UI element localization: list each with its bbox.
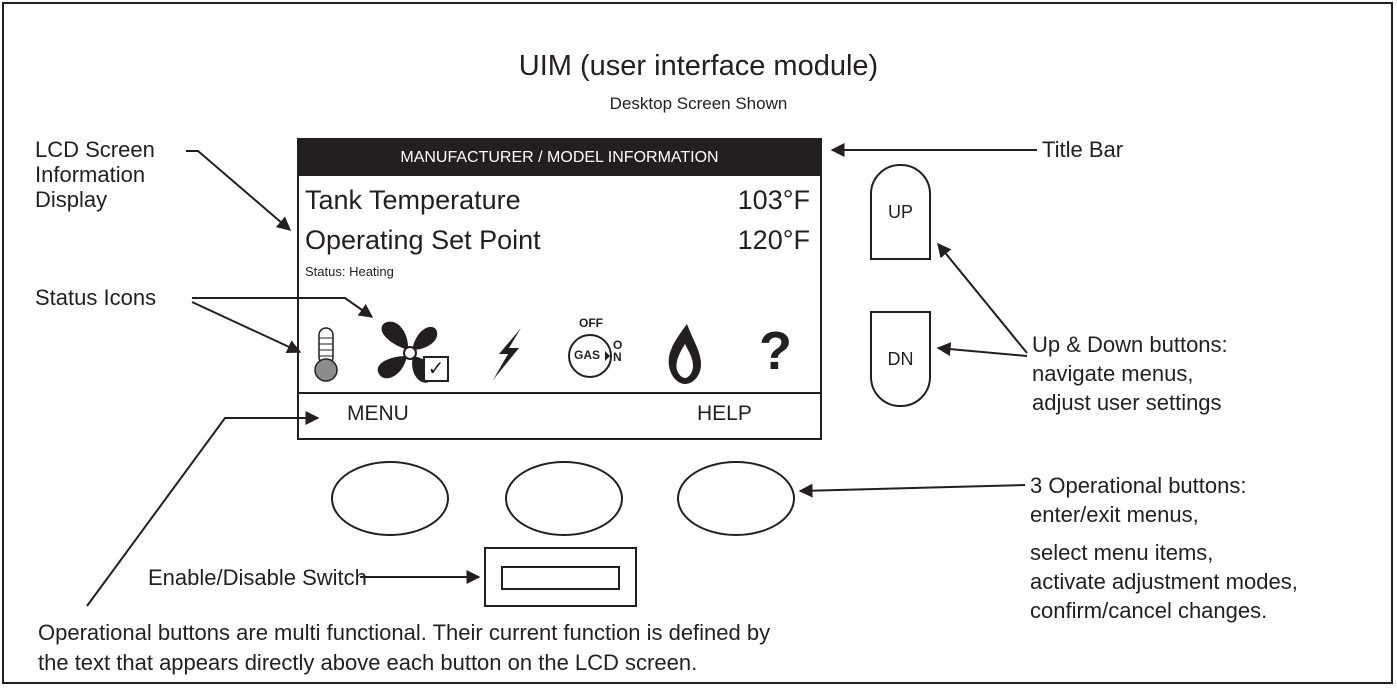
callout-operational-line3: select menu items, (1030, 540, 1214, 565)
gas-off-label: OFF (579, 316, 603, 330)
callout-lcd-line1: LCD Screen (35, 137, 155, 162)
callout-operational-line2: enter/exit menus, (1030, 502, 1199, 527)
lcd-row-value: 120°F (737, 225, 810, 255)
thermometer-icon (314, 327, 338, 382)
callout-switch: Enable/Disable Switch (148, 565, 367, 590)
callout-operational-line5: confirm/cancel changes. (1030, 598, 1268, 623)
operational-button-left[interactable] (331, 461, 449, 536)
enable-disable-switch[interactable] (484, 547, 637, 607)
operational-button-right[interactable] (677, 461, 795, 536)
lcd-row-label: Tank Temperature (305, 185, 521, 215)
callout-status-icons: Status Icons (35, 285, 157, 310)
gas-on-n: N (613, 350, 622, 364)
lcd-status-text: Status: Heating (305, 264, 394, 279)
footnote-line2: the text that appears directly above eac… (38, 650, 698, 675)
gas-on-o: O (613, 338, 623, 352)
lcd-softkey-divider (299, 392, 820, 394)
fan-icon (377, 321, 438, 383)
diagram-title: UIM (user interface module) (518, 50, 879, 82)
gas-valve-icon (568, 334, 612, 378)
callout-updown-line2: navigate menus, (1032, 361, 1194, 386)
lcd-row-operating-set-point: Operating Set Point 120°F (305, 225, 810, 256)
down-button-label: DN (887, 348, 914, 369)
checkbox-icon: ✓ (423, 356, 449, 382)
callout-updown-line1: Up & Down buttons: (1032, 332, 1228, 357)
up-button[interactable]: UP (870, 164, 931, 260)
switch-slot (501, 566, 620, 590)
down-button[interactable]: DN (870, 311, 931, 407)
up-button-label: UP (887, 201, 913, 222)
gas-label: GAS (574, 348, 601, 362)
operational-button-middle[interactable] (505, 461, 623, 536)
help-icon: ? (759, 321, 792, 381)
lcd-screen: MANUFACTURER / MODEL INFORMATION Tank Te… (297, 138, 822, 440)
diagram-subtitle: Desktop Screen Shown (609, 94, 788, 113)
callout-updown-line3: adjust user settings (1032, 390, 1222, 415)
callout-operational-line4: activate adjustment modes, (1030, 569, 1298, 594)
lcd-row-value: 103°F (737, 185, 810, 215)
lightning-icon (493, 328, 521, 380)
footnote-line1: Operational buttons are multi functional… (38, 620, 771, 645)
softkey-menu-label: MENU (347, 402, 409, 425)
softkey-help-label: HELP (697, 402, 752, 425)
lcd-title-bar: MANUFACTURER / MODEL INFORMATION (299, 140, 820, 176)
flame-icon (668, 324, 701, 384)
lcd-row-tank-temperature: Tank Temperature 103°F (305, 185, 810, 216)
callout-lcd-line2: Information (35, 162, 146, 187)
callout-title-bar: Title Bar (1042, 137, 1124, 162)
callout-lcd-line3: Display (35, 187, 108, 212)
lcd-row-label: Operating Set Point (305, 225, 541, 255)
callout-operational-line1: 3 Operational buttons: (1030, 473, 1247, 498)
